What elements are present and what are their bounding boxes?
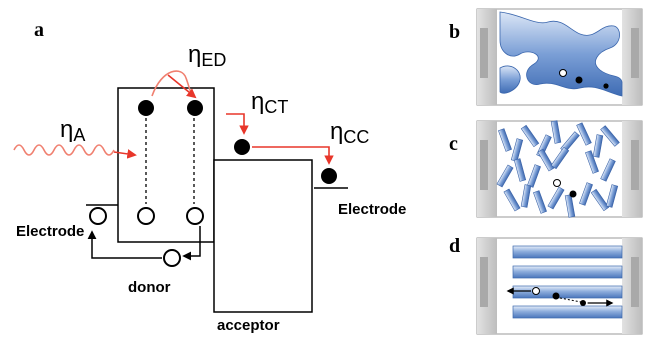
electrode-left-label: Electrode <box>16 223 84 240</box>
panel-letter-c: c <box>449 133 458 155</box>
nanorod <box>600 125 620 147</box>
panel-d-hole <box>532 287 540 295</box>
panel-b-electron <box>575 76 583 84</box>
eta-a-label: ηA <box>60 116 85 145</box>
panel-c: c <box>449 120 643 218</box>
hole-transit <box>163 249 181 267</box>
panel-d-right-electrode-tab <box>631 257 639 307</box>
absorption-arrow <box>113 149 137 159</box>
panel-d-electron-path <box>559 297 610 304</box>
nanorod <box>576 122 592 146</box>
panel-c-hole <box>553 179 561 187</box>
nanorod <box>550 146 570 170</box>
panel-c-right-electrode-tab <box>631 140 639 190</box>
hole-path-right <box>182 226 201 261</box>
panel-c-nanorods <box>496 120 620 218</box>
hole-donor-left <box>137 207 155 225</box>
panel-d-electron-2 <box>580 300 586 306</box>
nanorod <box>579 182 593 206</box>
panel-d-electron <box>552 292 560 300</box>
hole-electrode <box>89 207 107 225</box>
panel-c-left-electrode-tab <box>480 140 488 190</box>
panel-d-bar-1 <box>512 245 623 259</box>
panel-b: b <box>449 8 643 106</box>
panel-b-acceptor-domain <box>499 11 623 97</box>
panel-b-hole <box>559 69 567 77</box>
nanorod <box>496 164 514 188</box>
nanorod <box>547 186 565 210</box>
panel-letter-d: d <box>449 235 460 257</box>
charge-transfer-arrow <box>226 113 249 135</box>
nanorod <box>590 188 610 212</box>
nanorod <box>592 134 604 158</box>
eta-ed-label: ηED <box>188 41 226 70</box>
nanorod <box>537 148 555 172</box>
panel-d: d <box>449 235 643 335</box>
electron-donor-left <box>138 100 154 116</box>
light-wave <box>13 144 115 156</box>
nanorod <box>550 120 562 144</box>
nanorod <box>605 184 619 208</box>
electron-donor-right <box>187 100 203 116</box>
acceptor-label: acceptor <box>217 317 280 334</box>
panel-a: a ηA <box>13 19 406 334</box>
acceptor-box <box>213 159 313 313</box>
nanorod <box>503 188 521 212</box>
nanorod <box>513 158 527 182</box>
panel-b-right-electrode-tab <box>631 28 639 78</box>
panel-b-small-domain <box>499 65 521 94</box>
electron-acceptor <box>234 139 250 155</box>
panel-d-left-electrode-tab <box>480 257 488 307</box>
nanorod <box>520 124 540 148</box>
electron-electrode <box>321 168 337 184</box>
nanorod <box>498 128 512 152</box>
eta-ct-label: ηCT <box>251 88 288 117</box>
panel-letter-b: b <box>449 21 460 43</box>
electrode-right-label: Electrode <box>338 201 406 218</box>
nanorod <box>585 150 599 174</box>
eta-cc-label: ηCC <box>330 118 369 147</box>
panel-d-bar-4 <box>512 305 623 319</box>
panel-d-bar-3 <box>512 285 623 299</box>
charge-collection-arrow <box>252 146 334 165</box>
panel-b-electron-2 <box>603 83 609 89</box>
panel-letter-a: a <box>34 19 44 41</box>
hole-path-left-arrow <box>87 230 162 259</box>
nanorod <box>533 190 547 214</box>
hole-donor-right <box>186 207 204 225</box>
panel-c-electron <box>569 190 577 198</box>
donor-label: donor <box>128 279 171 296</box>
nanorod <box>520 184 532 208</box>
panel-d-bar-2 <box>512 265 623 279</box>
diffusion-arrow <box>167 74 197 99</box>
panel-b-left-electrode-tab <box>480 28 488 78</box>
nanorod <box>564 194 576 218</box>
nanorod <box>600 158 616 182</box>
